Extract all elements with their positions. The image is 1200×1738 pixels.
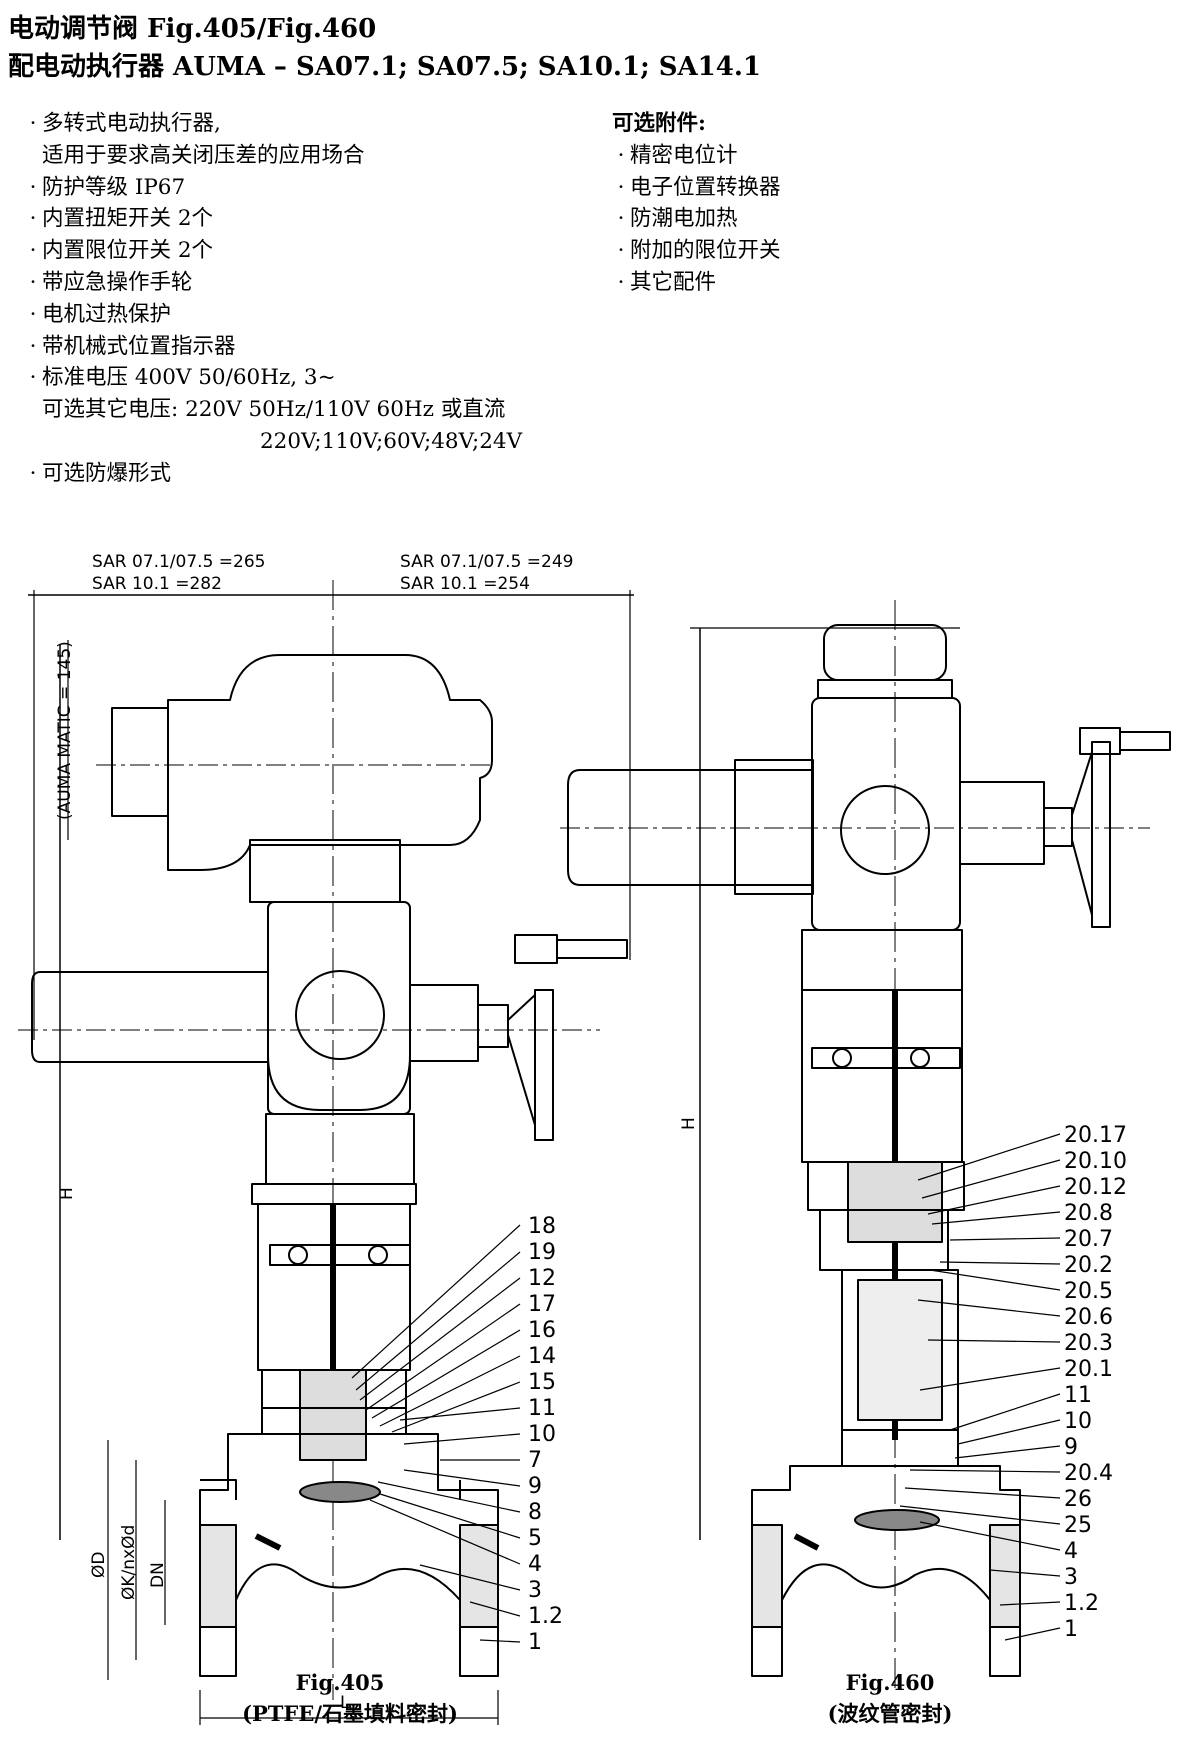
list-item: ·内置扭矩开关 2个 [29,206,214,232]
part-labels-405: 18 19 12 17 16 14 15 11 10 7 9 8 5 4 3 1… [528,1214,563,1655]
d-dim: ØD [89,1552,109,1578]
part-label: 20.7 [1064,1227,1113,1252]
fig460-caption: Fig.460 [845,1670,935,1695]
list-item: ·电机过热保护 [29,301,172,327]
auma-dim: (AUMA MATIC = 145) [55,641,75,820]
part-label: 11 [1064,1383,1092,1408]
part-label: 20.17 [1064,1123,1127,1148]
list-item: ·其它配件 [617,269,717,295]
list-item: 可选其它电压: 220V 50Hz/110V 60Hz 或直流 [42,397,506,423]
dim-text: SAR 07.1/07.5 =249 [400,552,573,572]
accessory-heading: 可选附件: [612,111,706,136]
part-label: 20.3 [1064,1331,1113,1356]
part-label: 20.10 [1064,1149,1127,1174]
part-label: 3 [1064,1565,1078,1590]
bullet: · [29,111,37,136]
list-item: ·防潮电加热 [617,206,738,232]
list-item: ·附加的限位开关 [617,238,781,264]
page-subtitle: 配电动执行器 AUMA – SA07.1; SA07.5; SA10.1; SA… [8,52,761,82]
part-label: 20.6 [1064,1305,1113,1330]
accessory-list: 可选附件: ·精密电位计 ·电子位置转换器 ·防潮电加热 ·附加的限位开关 ·其… [612,108,781,299]
dn-dim: DN [148,1562,168,1588]
list-item: ·电子位置转换器 [617,174,781,200]
leader-lines-405 [351,1224,521,1643]
fig405-caption: Fig.405 [295,1670,385,1695]
h-dim: H [57,1187,77,1200]
k-dim: ØK/nxØd [119,1525,139,1600]
l-dim: L [340,1693,350,1713]
part-label: 11 [528,1396,556,1421]
list-item: ·内置限位开关 2个 [29,238,214,264]
part-label: 26 [1064,1487,1092,1512]
part-label: 14 [528,1344,556,1369]
part-label: 20.5 [1064,1279,1113,1304]
part-label: 8 [528,1500,542,1525]
dim-text: SAR 10.1 =282 [92,574,222,594]
part-label: 19 [528,1240,556,1265]
list-item: ·带机械式位置指示器 [29,333,236,359]
part-label: 20.1 [1064,1357,1113,1382]
list-item: ·防护等级 IP67 [29,174,186,200]
list-item: ·带应急操作手轮 [29,269,193,295]
page-title: 电动调节阀 Fig.405/Fig.460 [8,14,377,44]
list-item: ·精密电位计 [617,142,738,168]
list-item: ·可选防爆形式 [29,460,172,486]
part-label: 9 [528,1474,542,1499]
part-label: 4 [1064,1539,1078,1564]
part-label: 20.8 [1064,1201,1113,1226]
h-dim-460: H [679,1117,699,1130]
part-label: 5 [528,1526,542,1551]
feature-list: ·多转式电动执行器, 适用于要求高关闭压差的应用场合 ·防护等级 IP67 ·内… [24,108,523,490]
part-label: 20.12 [1064,1175,1127,1200]
part-label: 10 [1064,1409,1092,1434]
part-label: 12 [528,1266,556,1291]
part-label: 1 [1064,1617,1078,1642]
fig405-subcaption: (PTFE/石墨填料密封) [242,1701,458,1726]
part-label: 10 [528,1422,556,1447]
fig460-drawing: H [560,600,1171,1690]
part-label: 7 [528,1448,542,1473]
part-label: 1.2 [528,1604,563,1629]
part-labels-460: 20.17 20.10 20.12 20.8 20.7 20.2 20.5 20… [1064,1123,1127,1642]
fig405-drawing: SAR 07.1/07.5 =265 SAR 10.1 =282 SAR 07.… [18,552,634,1725]
part-label: 20.2 [1064,1253,1113,1278]
part-label: 4 [528,1552,542,1577]
part-label: 17 [528,1292,556,1317]
list-item: ·多转式电动执行器, [24,108,522,140]
list-item: 适用于要求高关闭压差的应用场合 [42,142,365,168]
list-item: 220V;110V;60V;48V;24V [260,428,523,454]
part-label: 3 [528,1578,542,1603]
part-label: 1.2 [1064,1591,1099,1616]
leader-lines-460 [899,1133,1061,1641]
part-label: 1 [528,1630,542,1655]
fig460-subcaption: (波纹管密封) [827,1701,953,1726]
part-label: 9 [1064,1435,1078,1460]
part-label: 20.4 [1064,1461,1113,1486]
part-label: 16 [528,1318,556,1343]
part-label: 25 [1064,1513,1092,1538]
dim-text: SAR 10.1 =254 [400,574,530,594]
dim-text: SAR 07.1/07.5 =265 [92,552,265,572]
part-label: 15 [528,1370,556,1395]
part-label: 18 [528,1214,556,1239]
list-item: ·标准电压 400V 50/60Hz, 3~ [29,365,336,391]
